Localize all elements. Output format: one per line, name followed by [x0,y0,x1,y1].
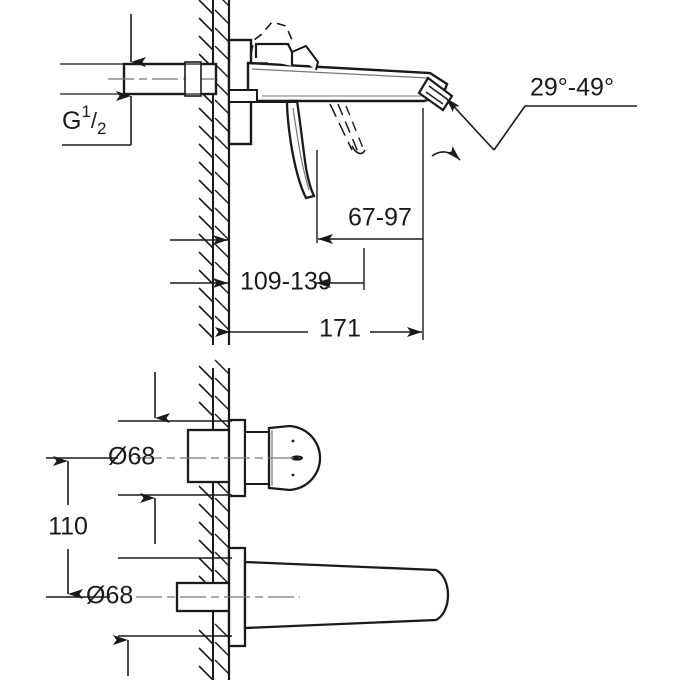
thread-size-dimension: G1/2 [62,14,146,146]
lever-outline [285,99,316,200]
handle-indicator-slot [291,455,303,461]
water-stream [329,103,366,155]
tip-arrow-curve [431,146,461,161]
wall-hatch-upper [198,0,214,339]
cartridge-head [250,21,320,71]
lever-handle [228,89,316,200]
aerator-slot-2 [425,91,444,105]
angle-leader-diagonal [493,105,526,151]
lever-highlight [292,107,310,191]
spout-top-face-line [251,68,429,79]
total-projection-label: 171 [319,315,361,343]
thread-prefix: G [62,107,81,135]
side-elevation-view: G1/2 [60,0,637,345]
front-elevation-view: Ø68 Ø68 110 [46,359,450,680]
handle-dot-upper [291,439,295,443]
spout-angle-callout: 29°-49° [445,74,637,151]
thread-slash: / [91,108,98,133]
handle-dot-lower [291,473,295,477]
aerator-housing [417,76,454,112]
aerator-slot-1 [428,85,448,100]
inner-projection-dimension: 67-97 [316,108,424,340]
total-projection-dimension: 171 [215,315,422,343]
upper-diameter-label: Ø68 [108,443,155,471]
cartridge-cap [291,44,320,71]
wall-section [198,0,231,345]
wall-hatch-core [214,0,230,331]
handle-assembly-front [136,418,322,498]
handle-open-position-outline [250,21,293,55]
stream-line-1 [329,103,353,151]
center-distance-dimension: 110 [46,456,118,599]
mid-projection-label: 109-139 [240,268,332,296]
stream-line-2 [337,103,359,153]
lower-diameter-label: Ø68 [86,582,133,610]
lower-diameter-dimension: Ø68 [86,557,232,676]
supply-connection-pipe [60,61,218,97]
thread-size-label: G1/2 [62,102,107,138]
spout-assembly-front [136,546,450,648]
angle-leader-arrow [445,97,495,151]
stream-line-3 [345,105,364,149]
thread-numerator: 1 [81,102,90,121]
mid-projection-dimension: 109-139 [170,235,365,296]
pipe-collar [184,61,202,97]
tip-indicator-arrow [431,146,461,161]
upper-diameter-dimension: Ø68 [108,372,232,544]
wall-hatch-lower-core [214,359,230,675]
spout-aerator [417,76,454,112]
inner-projection-label: 67-97 [348,204,412,232]
cartridge-housing [254,42,294,66]
wall-hatch-lower-back [198,365,214,680]
thread-denominator: 2 [97,119,106,138]
angle-range-label: 29°-49° [530,74,614,102]
stream-tip [351,145,366,155]
center-distance-label: 110 [48,513,88,541]
spout-front-outline [243,560,450,630]
lever-neck [228,89,258,103]
